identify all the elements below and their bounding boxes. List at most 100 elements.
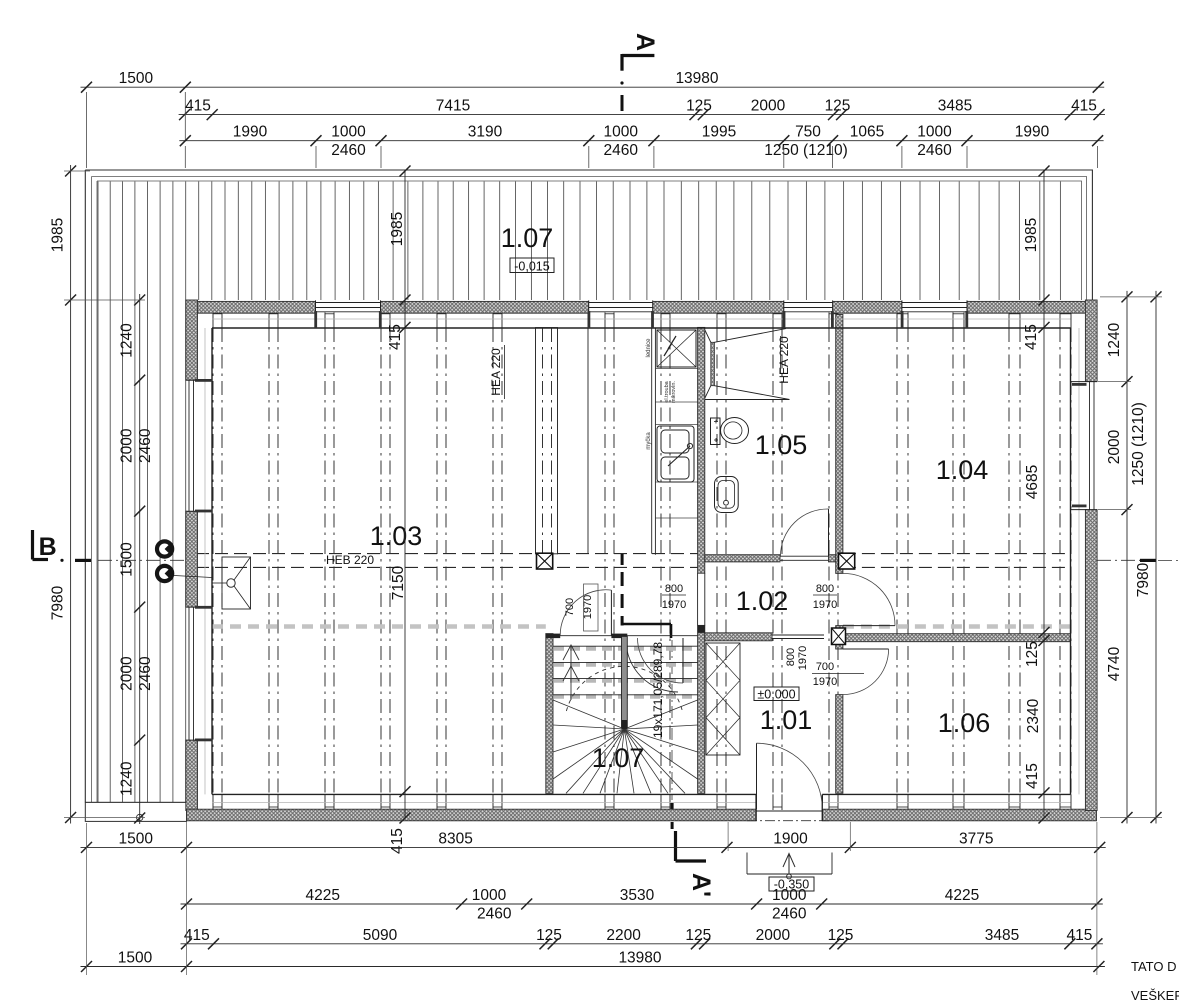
svg-text:800: 800 [665, 583, 683, 595]
svg-text:1.05: 1.05 [755, 430, 808, 460]
svg-text:8305: 8305 [438, 830, 472, 847]
svg-text:1985: 1985 [389, 212, 406, 246]
svg-text:HEB 220: HEB 220 [326, 553, 374, 567]
svg-text:2340: 2340 [1025, 698, 1042, 733]
svg-text:2460: 2460 [772, 906, 807, 923]
svg-text:125: 125 [1024, 641, 1041, 667]
svg-text:TATO D: TATO D [1131, 959, 1177, 974]
svg-text:125: 125 [536, 927, 562, 944]
svg-text:1990: 1990 [233, 124, 268, 141]
svg-text:4225: 4225 [305, 887, 339, 904]
svg-text:125: 125 [828, 927, 854, 944]
svg-text:415: 415 [387, 324, 404, 350]
svg-text:lednice: lednice [646, 338, 652, 358]
svg-text:3530: 3530 [620, 887, 655, 904]
svg-text:1995: 1995 [702, 124, 736, 141]
svg-text:2000: 2000 [1106, 429, 1123, 464]
svg-text:1985: 1985 [50, 218, 67, 252]
svg-text:1.01: 1.01 [760, 705, 813, 735]
svg-text:2460: 2460 [477, 906, 512, 923]
svg-text:HEA 220: HEA 220 [489, 348, 503, 396]
svg-text:mikrovln.: mikrovln. [671, 381, 677, 403]
svg-text:1.02: 1.02 [736, 586, 789, 616]
svg-text:415: 415 [1071, 98, 1097, 115]
svg-text:3485: 3485 [938, 98, 972, 115]
svg-text:1985: 1985 [1023, 218, 1040, 252]
svg-text:415: 415 [184, 927, 210, 944]
svg-text:415: 415 [1024, 763, 1041, 789]
svg-text:el.trouba: el.trouba [664, 380, 670, 402]
svg-text:A: A [631, 33, 659, 51]
svg-text:1970: 1970 [582, 595, 594, 619]
svg-text:7150: 7150 [390, 565, 407, 600]
svg-text:1500: 1500 [119, 542, 136, 577]
svg-text:2460: 2460 [331, 142, 366, 159]
svg-text:2000: 2000 [751, 98, 786, 115]
svg-text:2200: 2200 [606, 927, 641, 944]
svg-text:1065: 1065 [850, 124, 884, 141]
svg-text:4685: 4685 [1024, 465, 1041, 499]
svg-text:800: 800 [785, 648, 797, 666]
svg-text:1.06: 1.06 [938, 708, 991, 738]
svg-text:1250 (1210): 1250 (1210) [764, 142, 848, 159]
svg-text:2460: 2460 [917, 142, 952, 159]
svg-text:myčka: myčka [646, 432, 652, 450]
svg-text:1.07: 1.07 [501, 223, 554, 253]
svg-text:7415: 7415 [436, 98, 470, 115]
svg-text:2000: 2000 [119, 428, 136, 463]
svg-text:1000: 1000 [472, 887, 507, 904]
svg-text:A': A' [687, 873, 715, 897]
svg-text:700: 700 [816, 661, 834, 673]
svg-text:750: 750 [795, 124, 821, 141]
svg-text:2000: 2000 [756, 927, 791, 944]
svg-text:1500: 1500 [119, 70, 154, 87]
svg-text:800: 800 [816, 583, 834, 595]
svg-text:3190: 3190 [468, 124, 503, 141]
svg-text:HEA 220: HEA 220 [777, 336, 791, 384]
svg-text:5090: 5090 [363, 927, 398, 944]
svg-text:19x171,05/289,78: 19x171,05/289,78 [651, 642, 665, 738]
svg-text:4740: 4740 [1106, 646, 1123, 681]
svg-text:7980: 7980 [1135, 562, 1152, 597]
svg-text:1970: 1970 [813, 599, 837, 611]
svg-text:1970: 1970 [662, 599, 686, 611]
svg-text:415: 415 [389, 828, 406, 854]
svg-text:1.07: 1.07 [592, 743, 645, 773]
svg-text:1.04: 1.04 [936, 455, 989, 485]
svg-text:1970: 1970 [813, 676, 837, 688]
svg-text:125: 125 [685, 927, 711, 944]
svg-text:±0,000: ±0,000 [757, 688, 795, 702]
svg-text:1000: 1000 [917, 124, 952, 141]
svg-text:7980: 7980 [50, 585, 67, 620]
svg-text:1500: 1500 [118, 950, 153, 967]
svg-text:1000: 1000 [603, 124, 638, 141]
svg-text:1970: 1970 [797, 646, 809, 670]
svg-text:2000: 2000 [119, 656, 136, 691]
svg-text:2460: 2460 [137, 656, 154, 691]
svg-text:3485: 3485 [985, 927, 1019, 944]
svg-text:1000: 1000 [331, 124, 366, 141]
svg-text:1990: 1990 [1015, 124, 1050, 141]
svg-text:415: 415 [1023, 324, 1040, 350]
svg-text:2460: 2460 [137, 428, 154, 463]
svg-text:13980: 13980 [618, 950, 661, 967]
svg-text:-0,350: -0,350 [774, 878, 809, 892]
svg-text:415: 415 [185, 98, 211, 115]
svg-text:1900: 1900 [773, 830, 808, 847]
svg-text:1500: 1500 [118, 830, 153, 847]
svg-text:125: 125 [686, 98, 712, 115]
svg-text:3775: 3775 [959, 830, 993, 847]
svg-text:415: 415 [1066, 927, 1092, 944]
svg-text:2460: 2460 [603, 142, 638, 159]
svg-text:1.03: 1.03 [370, 521, 423, 551]
svg-text:1240: 1240 [119, 761, 136, 796]
svg-text:VEŠKER: VEŠKER [1131, 988, 1179, 1003]
svg-text:4225: 4225 [945, 887, 979, 904]
svg-text:125: 125 [825, 98, 851, 115]
svg-text:13980: 13980 [675, 70, 718, 87]
svg-text:-0,015: -0,015 [514, 260, 549, 274]
svg-text:700: 700 [564, 598, 576, 616]
svg-text:1240: 1240 [119, 323, 136, 358]
svg-text:1240: 1240 [1106, 322, 1123, 357]
svg-text:1250 (1210): 1250 (1210) [1130, 402, 1147, 486]
